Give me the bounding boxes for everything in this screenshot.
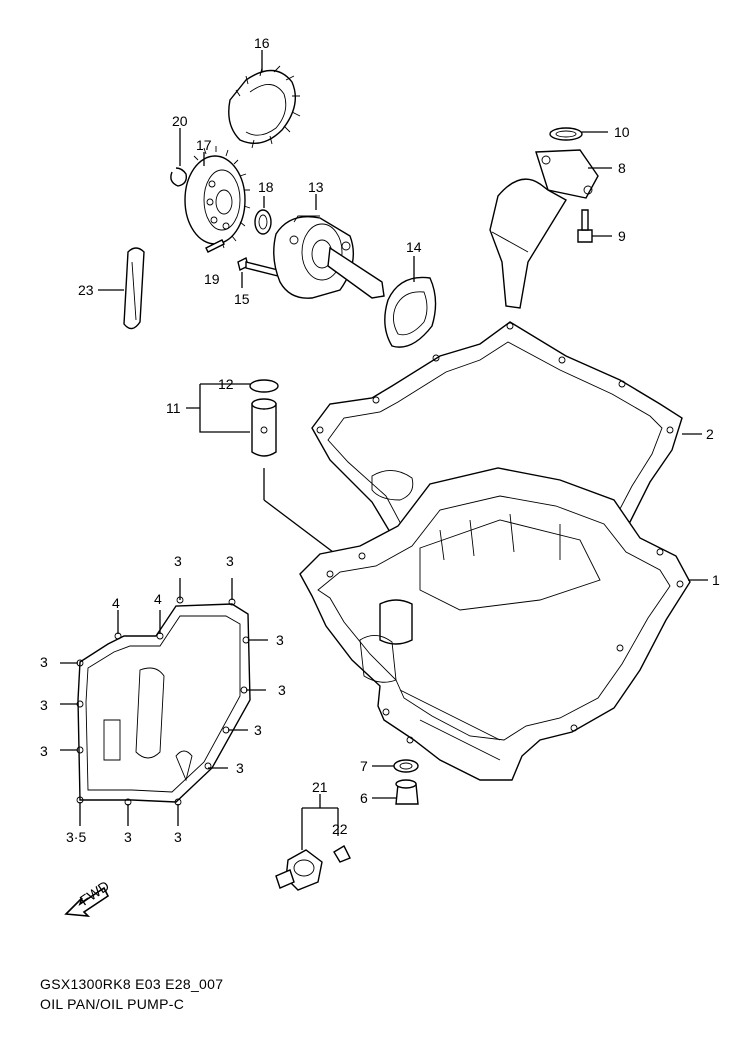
part-22-screw <box>333 845 351 863</box>
part-1-oil-pan <box>299 467 691 781</box>
callout-3: 3 <box>236 760 244 776</box>
part-18-washer <box>254 209 272 235</box>
callout-14: 14 <box>406 239 422 255</box>
part-15-bolt <box>237 256 279 277</box>
callout-18: 18 <box>258 179 274 195</box>
callout-9: 9 <box>618 228 626 244</box>
callout-3-5: 3·5 <box>66 829 86 845</box>
callout-12: 12 <box>218 376 234 392</box>
part-10-o-ring <box>549 127 583 141</box>
callout-6: 6 <box>360 790 368 806</box>
part-21-oil-pressure-switch <box>275 849 323 891</box>
callout-22: 22 <box>332 821 348 837</box>
callout-3: 3 <box>40 697 48 713</box>
callout-3: 3 <box>174 829 182 845</box>
part-17-pump-gear <box>184 146 251 249</box>
part-11-pipe <box>251 398 277 457</box>
part-8-oil-strainer <box>489 149 599 309</box>
callout-4: 4 <box>154 591 162 607</box>
callout-3: 3 <box>226 553 234 569</box>
part-6-drain-plug <box>395 779 419 805</box>
part-23-guide <box>123 247 145 330</box>
callout-23: 23 <box>78 282 94 298</box>
part-16-ring-gear <box>228 65 301 149</box>
callout-4: 4 <box>112 595 120 611</box>
part-12-o-ring <box>249 379 279 393</box>
callout-20: 20 <box>172 113 188 129</box>
callout-3: 3 <box>174 553 182 569</box>
callout-3: 3 <box>124 829 132 845</box>
part-20-circlip <box>170 167 188 187</box>
part-7-gasket-washer <box>393 759 419 773</box>
oil-pan-bottom-view <box>76 596 251 806</box>
callout-3: 3 <box>276 632 284 648</box>
callout-17: 17 <box>196 137 212 153</box>
callout-19: 19 <box>204 271 220 287</box>
part-14-pump-gasket <box>384 276 437 348</box>
callout-21: 21 <box>312 779 328 795</box>
callout-1: 1 <box>712 572 720 588</box>
callout-7: 7 <box>360 758 368 774</box>
callout-3: 3 <box>254 722 262 738</box>
diagram-title: OIL PAN/OIL PUMP-C <box>40 996 185 1012</box>
callout-11: 11 <box>166 400 181 416</box>
callout-3: 3 <box>40 654 48 670</box>
callout-2: 2 <box>706 426 714 442</box>
callout-3: 3 <box>40 743 48 759</box>
callout-3: 3 <box>278 682 286 698</box>
part-9-bolt <box>577 209 593 243</box>
callout-15: 15 <box>234 291 250 307</box>
part-19-pin <box>205 239 225 253</box>
callout-13: 13 <box>308 179 324 195</box>
diagram-code: GSX1300RK8 E03 E28_007 <box>40 976 224 992</box>
callout-10: 10 <box>614 124 630 140</box>
part-13-oil-pump <box>273 215 385 299</box>
callout-16: 16 <box>254 35 270 51</box>
callout-8: 8 <box>618 160 626 176</box>
fwd-arrow-icon <box>64 886 110 917</box>
